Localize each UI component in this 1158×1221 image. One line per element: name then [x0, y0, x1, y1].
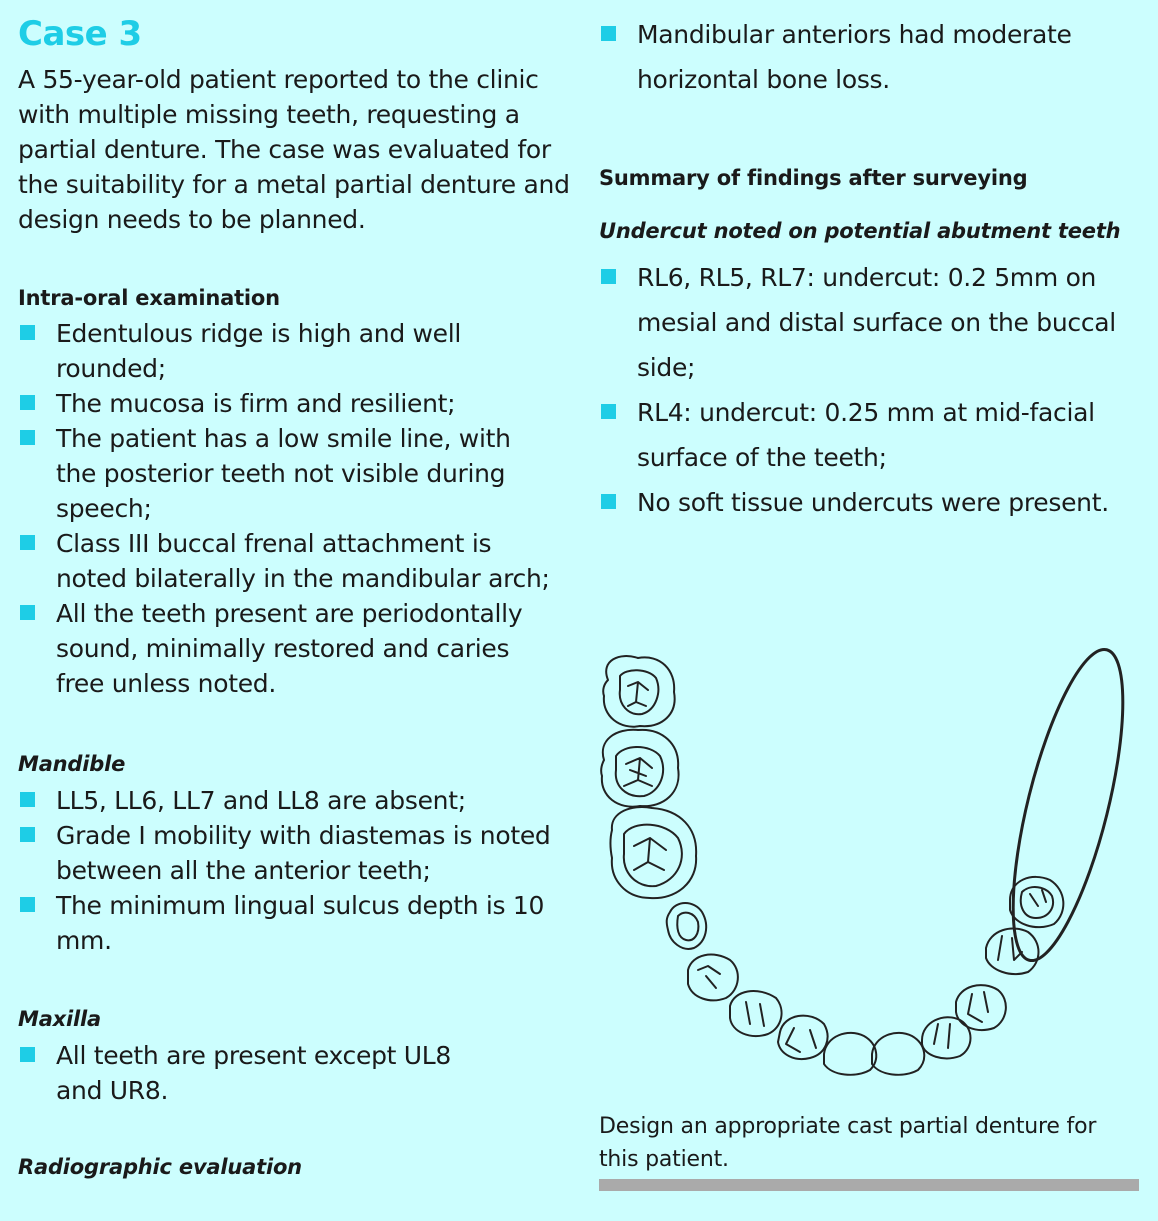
tooth-premolar: [985, 927, 1040, 976]
maxilla-heading: Maxilla: [18, 1007, 101, 1031]
tooth-incisor: [921, 1016, 972, 1060]
footnote-instruction: Design an appropriate cast partial dentu…: [599, 1114, 1097, 1172]
list-item: LL5, LL6, LL7 and LL8 are absent;: [18, 783, 558, 818]
tooth-molar: [600, 728, 680, 808]
list-item: The patient has a low smile line, with t…: [18, 421, 558, 526]
list-item: All the teeth present are periodontally …: [18, 596, 558, 701]
intra-oral-heading: Intra-oral examination: [18, 286, 280, 310]
bullet-square-icon: [601, 494, 616, 509]
undercut-heading: Undercut noted on potential abutment tee…: [599, 219, 1121, 243]
tooth-incisor: [871, 1031, 926, 1076]
intra-oral-list: Edentulous ridge is high and well rounde…: [18, 316, 558, 701]
bottom-rule: [599, 1179, 1139, 1191]
tooth-incisor: [687, 953, 739, 1002]
tooth-molar: [602, 655, 676, 728]
list-item: RL4: undercut: 0.25 mm at mid-facial sur…: [599, 390, 1119, 480]
tooth-premolar: [955, 984, 1007, 1031]
bullet-square-icon: [20, 792, 35, 807]
tooth-incisor: [729, 990, 783, 1037]
list-item: RL6, RL5, RL7: undercut: 0.2 5mm on mesi…: [599, 255, 1119, 390]
bullet-square-icon: [601, 404, 616, 419]
bullet-square-icon: [20, 325, 35, 340]
undercut-list: RL6, RL5, RL7: undercut: 0.2 5mm on mesi…: [599, 255, 1119, 525]
bullet-square-icon: [601, 26, 616, 41]
tooth-premolar: [665, 902, 708, 950]
list-item: All teeth are present except UL8 and UR8…: [18, 1038, 498, 1108]
case-title: Case 3: [18, 14, 142, 54]
list-item: No soft tissue undercuts were present.: [599, 480, 1119, 525]
list-item: Class III buccal frenal attachment is no…: [18, 526, 558, 596]
radiographic-list: Mandibular anteriors had moderate horizo…: [599, 12, 1119, 102]
bullet-square-icon: [20, 827, 35, 842]
maxilla-list: All teeth are present except UL8 and UR8…: [18, 1038, 498, 1108]
list-item: The mucosa is firm and resilient;: [18, 386, 558, 421]
summary-heading: Summary of findings after surveying: [599, 166, 1028, 190]
tooth-incisor: [823, 1031, 878, 1076]
edentulous-ridge-outline: [1011, 647, 1125, 963]
mandible-list: LL5, LL6, LL7 and LL8 are absent; Grade …: [18, 783, 558, 958]
list-item: Edentulous ridge is high and well rounde…: [18, 316, 558, 386]
list-item: Mandibular anteriors had moderate horizo…: [599, 12, 1119, 102]
intro-paragraph: A 55-year-old patient reported to the cl…: [18, 65, 570, 234]
list-item: Grade I mobility with diastemas is noted…: [18, 818, 558, 888]
tooth-incisor: [777, 1014, 829, 1060]
mandible-heading: Mandible: [18, 752, 126, 776]
bullet-square-icon: [20, 897, 35, 912]
bullet-square-icon: [601, 269, 616, 284]
bullet-square-icon: [20, 535, 35, 550]
list-item: The minimum lingual sulcus depth is 10 m…: [18, 888, 558, 958]
bullet-square-icon: [20, 605, 35, 620]
radiographic-heading: Radiographic evaluation: [18, 1155, 302, 1179]
bullet-square-icon: [20, 430, 35, 445]
bullet-square-icon: [20, 1047, 35, 1062]
tooth-premolar: [1009, 875, 1065, 929]
tooth-molar: [609, 806, 698, 900]
mandibular-arch-diagram: [600, 647, 1125, 1076]
bullet-square-icon: [20, 395, 35, 410]
